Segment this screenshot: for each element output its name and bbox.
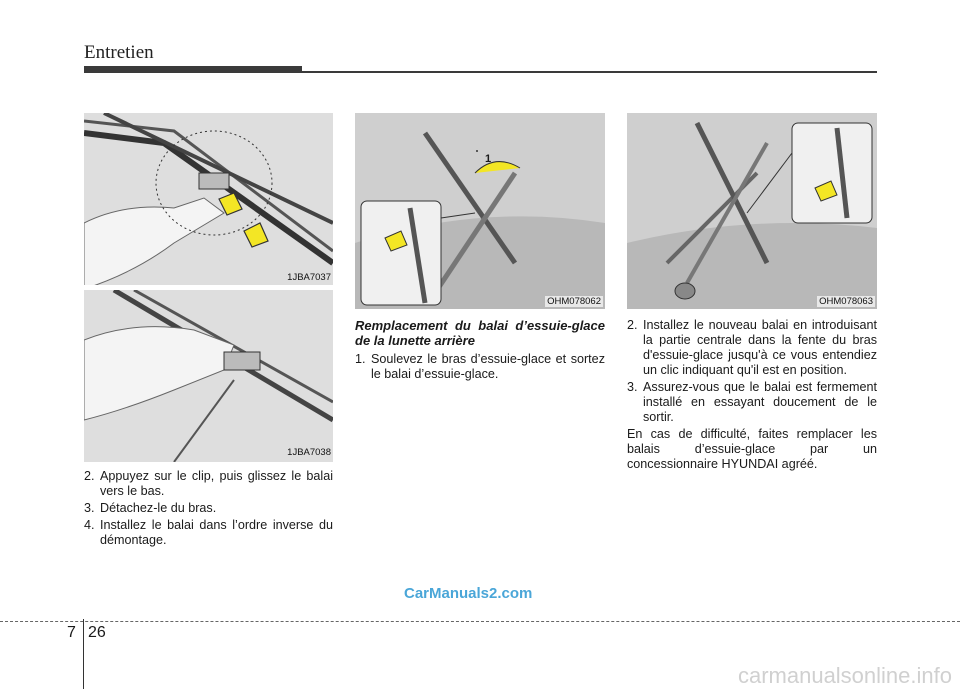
list-item-number: 3. [84, 501, 95, 515]
list-item: 1. Soulevez le bras d’essuie-glace et so… [355, 352, 605, 382]
list-item: 2. Installez le nouveau balai en introdu… [627, 318, 877, 378]
header-rule-thick [84, 66, 302, 73]
figure-code: OHM078063 [817, 296, 875, 307]
list-item-number: 2. [84, 469, 95, 483]
rear-wiper-lift-illustration [355, 113, 605, 309]
list-item-number: 3. [627, 380, 638, 394]
footer-divider [83, 619, 84, 689]
figure-code: 1JBA7037 [287, 272, 331, 283]
figure-wiper-detach: 1JBA7038 [84, 290, 333, 462]
column-2-text: Remplacement du balai d’essuie-glace de … [355, 318, 605, 384]
figure-rear-wiper-install: OHM078063 [627, 113, 877, 309]
list-item-number: 4. [84, 518, 95, 532]
figure-rear-wiper-lift: 1 OHM078062 [355, 113, 605, 309]
list-item-text: Installez le balai dans l’ordre inverse … [100, 518, 333, 547]
figure-code: OHM078062 [545, 296, 603, 307]
figure-wiper-clip-release: 1JBA7037 [84, 113, 333, 289]
chapter-number: 7 [67, 624, 76, 641]
list-item-number: 2. [627, 318, 638, 332]
figure-code: 1JBA7038 [287, 447, 331, 458]
list-item-text: Assurez-vous que le balai est fermement … [643, 380, 877, 424]
list-item-text: Détachez-le du bras. [100, 501, 217, 515]
column-3-text: 2. Installez le nouveau balai en introdu… [627, 318, 877, 472]
list-item-number: 1. [355, 352, 366, 366]
column-1-text: 2. Appuyez sur le clip, puis glissez le … [84, 469, 333, 550]
list-item-text: Installez le nouveau balai en introduisa… [643, 318, 877, 377]
section-heading: Remplacement du balai d’essuie-glace de … [355, 318, 605, 348]
watermark-link[interactable]: CarManuals2.com [404, 585, 533, 602]
footer-site-watermark: carmanualsonline.info [737, 663, 952, 688]
header-rule-thin [300, 71, 877, 73]
list-item: 4. Installez le balai dans l’ordre inver… [84, 518, 333, 548]
callout-number: 1 [485, 153, 492, 165]
footer-rule [0, 621, 960, 622]
page-header-title: Entretien [84, 42, 154, 63]
list-item: 3. Assurez-vous que le balai est fermeme… [627, 380, 877, 425]
rear-wiper-install-illustration [627, 113, 877, 309]
page-number: 26 [88, 624, 106, 641]
wiper-detach-illustration [84, 290, 333, 462]
list-item-text: Soulevez le bras d’essuie-glace et sorte… [371, 352, 605, 381]
list-item-text: Appuyez sur le clip, puis glissez le bal… [100, 469, 333, 498]
list-item: 3. Détachez-le du bras. [84, 501, 333, 516]
list-item: 2. Appuyez sur le clip, puis glissez le … [84, 469, 333, 499]
wiper-clip-illustration [84, 113, 333, 289]
note-paragraph: En cas de difficulté, faites remplacer l… [627, 427, 877, 471]
